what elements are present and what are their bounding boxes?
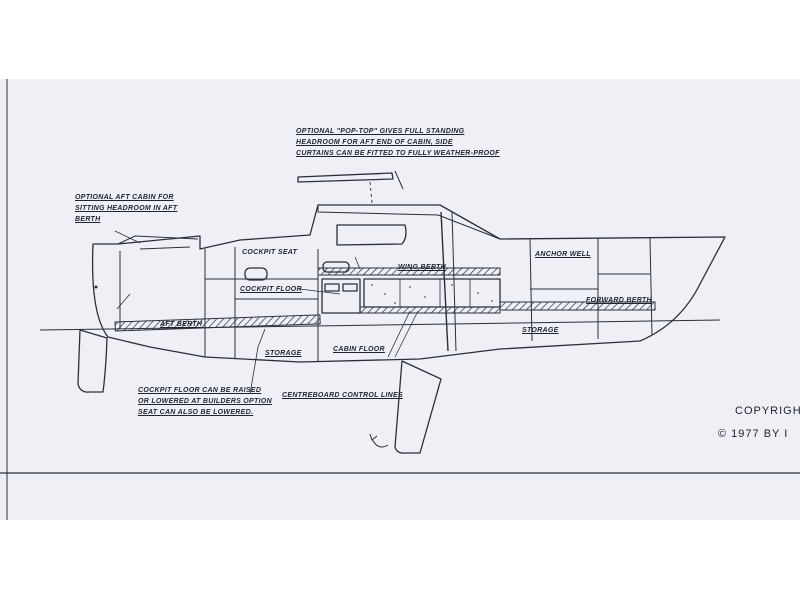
pop-top-lid bbox=[297, 172, 394, 183]
note-pop-top: OPTIONAL "POP-TOP" GIVES FULL STANDING H… bbox=[296, 126, 500, 159]
settee bbox=[363, 278, 501, 308]
compression-post bbox=[440, 211, 449, 352]
label-cabin-floor: CABIN FLOOR bbox=[333, 346, 385, 353]
label-storage-aft: STORAGE bbox=[265, 350, 302, 357]
note-cockpit-floor-line: SEAT CAN ALSO BE LOWERED. bbox=[138, 409, 254, 416]
copyright-line-2: © 1977 BY I bbox=[718, 428, 789, 440]
cabin-window bbox=[336, 224, 407, 246]
cockpit-window bbox=[244, 267, 268, 281]
cabin-sole bbox=[359, 306, 501, 314]
note-aft-cabin: OPTIONAL AFT CABIN FOR SITTING HEADROOM … bbox=[75, 192, 177, 225]
note-aft-cabin-line: SITTING HEADROOM IN AFT bbox=[75, 205, 178, 212]
note-aft-cabin-line: OPTIONAL AFT CABIN FOR bbox=[75, 194, 174, 201]
centreboard-swing-arrow bbox=[371, 438, 389, 448]
note-cockpit-floor: COCKPIT FLOOR CAN BE RAISED OR LOWERED A… bbox=[138, 385, 272, 418]
aft-berth-sole bbox=[114, 314, 321, 332]
label-cockpit-seat: COCKPIT SEAT bbox=[242, 249, 298, 256]
centreboard-control-lines bbox=[387, 310, 411, 358]
copyright-line-1: COPYRIGHT bbox=[735, 405, 800, 417]
sailboat-profile-drawing bbox=[0, 79, 800, 520]
label-cockpit-floor: COCKPIT FLOOR bbox=[240, 286, 302, 293]
note-cockpit-floor-line: COCKPIT FLOOR CAN BE RAISED bbox=[138, 387, 262, 394]
settee-dots bbox=[94, 284, 493, 304]
wing-berth-top bbox=[317, 267, 501, 276]
label-centreboard-lines: CENTREBOARD CONTROL LINES bbox=[282, 392, 403, 399]
galley-block bbox=[321, 278, 361, 314]
note-pop-top-line: HEADROOM FOR AFT END OF CABIN, SIDE bbox=[296, 139, 453, 146]
label-storage-fwd: STORAGE bbox=[522, 327, 559, 334]
rudder bbox=[77, 329, 108, 393]
drawing-sheet: OPTIONAL "POP-TOP" GIVES FULL STANDING H… bbox=[0, 79, 800, 520]
note-pop-top-line: OPTIONAL "POP-TOP" GIVES FULL STANDING bbox=[296, 128, 465, 135]
forward-berth-top bbox=[499, 301, 656, 311]
hull-outline bbox=[91, 204, 726, 363]
note-cockpit-floor-line: OR LOWERED AT BUILDERS OPTION bbox=[138, 398, 272, 405]
note-pop-top-line: CURTAINS CAN BE FITTED TO FULLY WEATHER-… bbox=[296, 150, 500, 157]
label-aft-berth: AFT BERTH bbox=[160, 321, 203, 328]
label-forward-berth: FORWARD BERTH bbox=[586, 297, 652, 304]
cabin-top bbox=[317, 205, 501, 240]
centreboard bbox=[394, 360, 442, 454]
note-aft-cabin-line: BERTH bbox=[75, 216, 101, 223]
label-anchor-well: ANCHOR WELL bbox=[535, 251, 591, 258]
aft-cabin-hood bbox=[117, 235, 199, 245]
label-wing-berth: WING BERTH bbox=[398, 264, 446, 271]
